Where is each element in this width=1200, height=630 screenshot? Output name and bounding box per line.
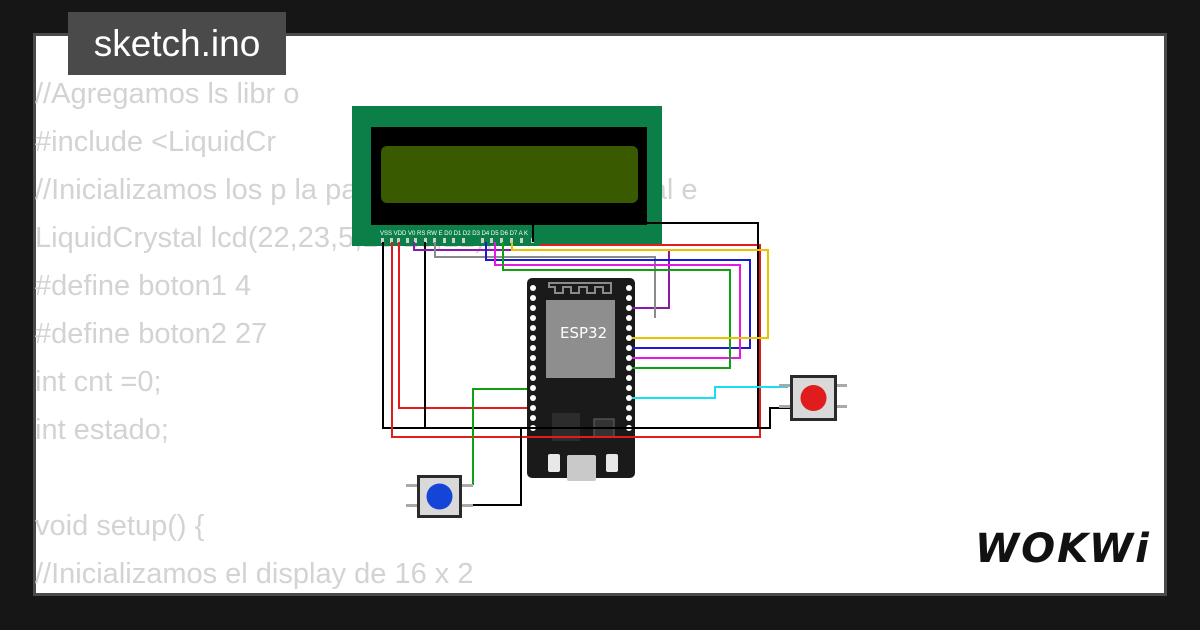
antenna-trace bbox=[548, 282, 612, 294]
wire-blue-d4 bbox=[485, 242, 751, 349]
wire-green-d6 bbox=[502, 242, 731, 369]
lcd-screen bbox=[381, 146, 638, 203]
button-cap bbox=[800, 385, 827, 411]
code-line: #include <LiquidCr bbox=[35, 126, 277, 158]
wire-green-btn1 bbox=[472, 388, 527, 485]
esp32-left-pins bbox=[530, 285, 536, 431]
code-line: //Inicializamos el display de 16 x 2 bbox=[35, 558, 474, 590]
esp32-module bbox=[546, 300, 615, 378]
code-line: void setup() { bbox=[35, 510, 205, 542]
code-line: #define boton2 27 bbox=[35, 318, 268, 350]
reset-button[interactable] bbox=[606, 454, 618, 472]
lcd-module[interactable]: VSS VDD V0 RS RW E D0 D1 D2 D3 D4 D5 D6 … bbox=[352, 106, 662, 246]
esp32-chip-label: ESP32 bbox=[560, 324, 607, 342]
push-button-blue[interactable] bbox=[406, 475, 473, 518]
usb-port bbox=[567, 455, 596, 481]
wire-black-vss bbox=[382, 242, 520, 429]
wokwi-logo: WOKWi bbox=[975, 526, 1151, 572]
boot-button[interactable] bbox=[548, 454, 560, 472]
esp32-board[interactable]: ESP32 bbox=[527, 278, 635, 481]
file-tab[interactable]: sketch.ino bbox=[68, 12, 286, 75]
wire-red-vdd2 bbox=[398, 242, 527, 409]
wire-yellow-d7 bbox=[511, 242, 769, 339]
wire-black-btn1 bbox=[465, 427, 527, 506]
wire-magenta-d5 bbox=[494, 242, 741, 359]
code-line: //Agregamos ls libr o bbox=[35, 78, 300, 110]
wire-cyan-btn2 bbox=[632, 386, 788, 399]
wire-red-vdd bbox=[391, 242, 761, 438]
esp32-right-pins bbox=[626, 285, 632, 431]
lcd-pin-labels: VSS VDD V0 RS RW E D0 D1 D2 D3 D4 D5 D6 … bbox=[380, 231, 528, 237]
wire-gray-e bbox=[434, 242, 656, 318]
wire-black-btn2 bbox=[640, 407, 790, 429]
code-line: int cnt =0; bbox=[35, 366, 162, 398]
wires bbox=[382, 222, 790, 506]
code-line: #define boton1 4 bbox=[35, 270, 252, 302]
code-line: int estado; bbox=[35, 414, 169, 446]
wire-black-rw bbox=[424, 242, 640, 429]
button-cap bbox=[426, 483, 453, 510]
push-button-red[interactable] bbox=[779, 375, 847, 421]
